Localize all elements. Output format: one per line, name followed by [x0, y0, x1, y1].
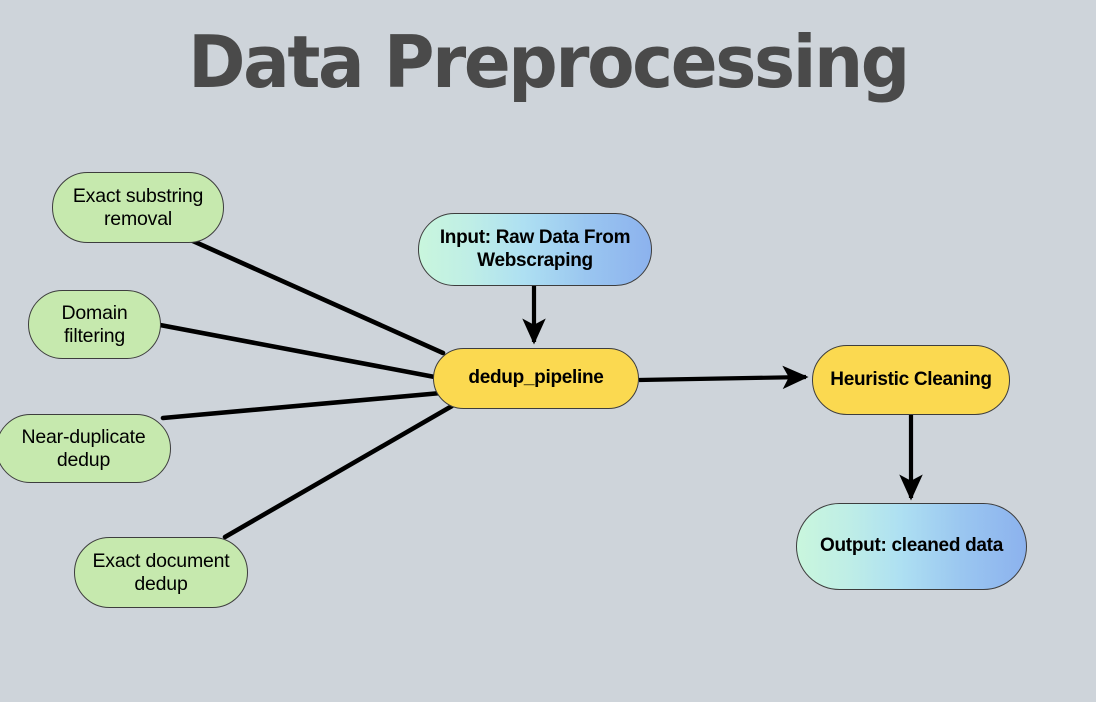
node-domain-filtering[interactable]: Domain filtering — [28, 290, 161, 359]
node-label: Exact substring removal — [72, 184, 204, 230]
edge-dedup-to-heuristic — [638, 365, 809, 390]
edge-domain-filtering-to-dedup — [157, 322, 443, 381]
node-near-duplicate-dedup[interactable]: Near-duplicate dedup — [0, 414, 171, 483]
node-input-raw-data[interactable]: Input: Raw Data From Webscraping — [418, 213, 652, 286]
edge-near-duplicate-to-dedup — [160, 390, 444, 421]
node-label: Input: Raw Data From Webscraping — [439, 227, 631, 271]
node-label: Exact document dedup — [92, 549, 230, 595]
edge-exact-document-to-dedup — [222, 403, 455, 540]
node-label: Output: cleaned data — [820, 535, 1003, 557]
node-exact-document-dedup[interactable]: Exact document dedup — [74, 537, 248, 608]
node-label: Heuristic Cleaning — [830, 368, 992, 390]
node-dedup-pipeline[interactable]: dedup_pipeline — [433, 348, 639, 409]
page-title: Data Preprocessing — [188, 20, 910, 104]
edge-exact-substring-to-dedup — [181, 234, 446, 356]
node-label: Domain filtering — [61, 301, 128, 347]
node-exact-substring-removal[interactable]: Exact substring removal — [52, 172, 224, 243]
node-output-cleaned-data[interactable]: Output: cleaned data — [796, 503, 1027, 590]
node-label: dedup_pipeline — [468, 367, 604, 389]
node-label: Near-duplicate dedup — [21, 425, 146, 471]
node-heuristic-cleaning[interactable]: Heuristic Cleaning — [812, 345, 1010, 415]
